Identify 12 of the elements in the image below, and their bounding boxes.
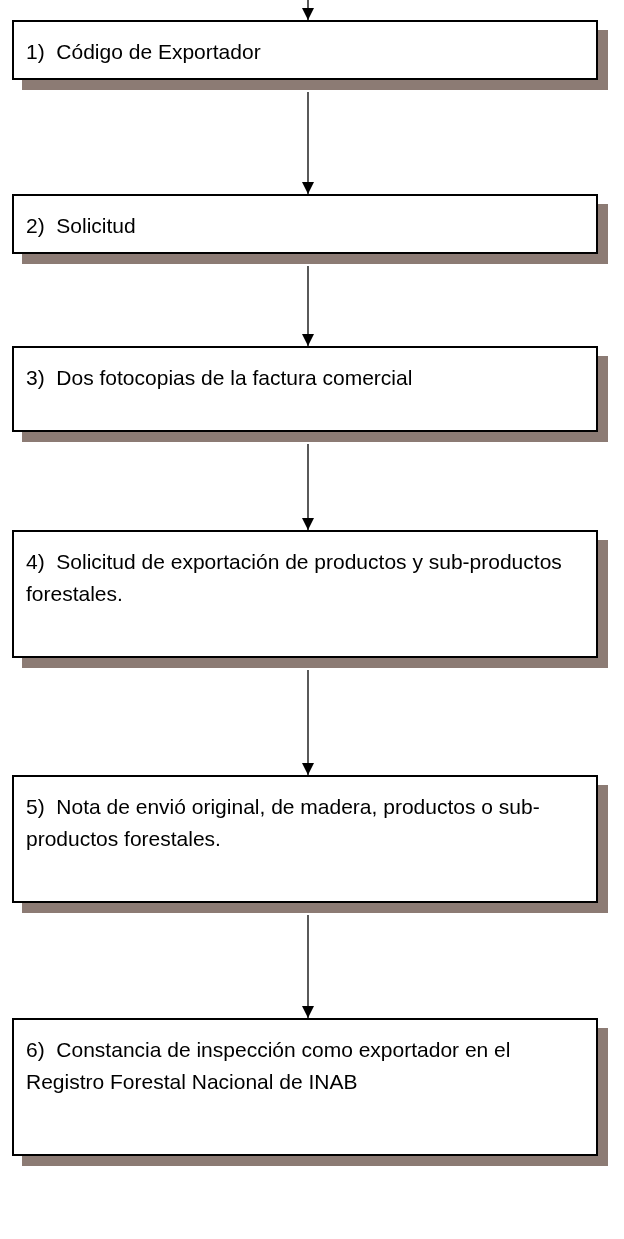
step-text: 3) Dos fotocopias de la factura comercial — [26, 365, 414, 391]
step-text: 1) Código de Exportador — [26, 39, 262, 65]
step-text: 6) Constancia de inspección como exportador en el Registro Forestal Nacional de INAB — [26, 1037, 512, 1095]
step-text: 4) Solicitud de exportación de productos y sub-productos forestales. — [26, 549, 563, 607]
arrow — [302, 914, 314, 1019]
arrow — [302, 91, 314, 195]
step-text: 2) Solicitud — [26, 213, 137, 239]
arrow — [302, 0, 314, 21]
arrow — [302, 443, 314, 531]
step-text: 5) Nota de envió original, de madera, productos o sub-productos forestales. — [26, 794, 541, 852]
arrow — [302, 265, 314, 347]
arrow — [302, 669, 314, 776]
